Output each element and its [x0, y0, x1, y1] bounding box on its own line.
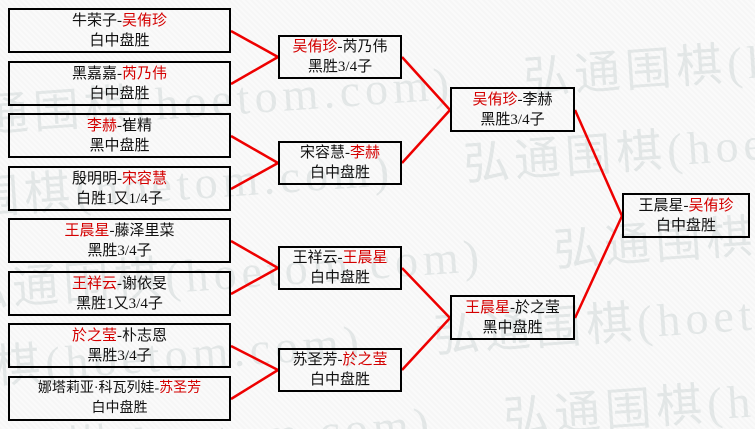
player-name: -朴志恩: [117, 327, 167, 344]
match-box-round2-3: 王祥云-王晨星 白中盘胜: [278, 246, 402, 290]
match-result: 白中盘胜: [89, 85, 150, 102]
match-pairing: 王晨星-於之莹: [465, 298, 560, 318]
match-pairing: 王晨星-吴侑珍: [638, 196, 733, 216]
match-result: 黑胜3/4子: [480, 111, 545, 128]
match-result: 黑胜1又3/4子: [76, 295, 163, 312]
player-name: 王祥云-: [292, 250, 343, 266]
player-name: 王晨星-: [638, 197, 689, 214]
match-pairing: 王祥云-王晨星: [292, 248, 387, 268]
match-box-semifinal-1: 吴侑珍-李赫 黑胜3/4子: [450, 87, 575, 132]
match-pairing: 娜塔莉亚·科瓦列娃-苏圣芳: [38, 379, 201, 399]
player-name: -谢依旻: [117, 275, 167, 292]
winner-name: 吴侑珍: [472, 91, 518, 108]
connector-line: [230, 29, 279, 59]
winner-name: 苏圣芳: [159, 380, 202, 396]
winner-name: 芮乃伟: [121, 65, 167, 82]
player-name: 苏圣芳-: [292, 352, 343, 368]
match-pairing: 於之莹-朴志恩: [72, 326, 167, 346]
match-box-round1-7: 於之莹-朴志恩 黑胜3/4子: [8, 323, 231, 368]
player-name: -崔精: [117, 117, 152, 134]
match-pairing: 殷明明-宋容慧: [72, 169, 167, 189]
player-name: -芮乃伟: [337, 39, 388, 55]
player-name: 牛荣子-: [71, 12, 122, 29]
match-result: 白中盘胜: [91, 400, 148, 416]
connector-line: [230, 344, 279, 372]
player-name: 黑嘉嘉-: [71, 65, 122, 82]
match-result: 黑中盘胜: [89, 137, 150, 154]
match-pairing: 宋容慧-李赫: [300, 143, 380, 163]
match-box-round2-2: 宋容慧-李赫 白中盘胜: [278, 141, 402, 185]
player-name: 宋容慧-: [299, 145, 350, 161]
match-result: 白胜1又1/4子: [76, 190, 163, 207]
match-result: 白中盘胜: [309, 270, 370, 286]
winner-name: 於之莹: [342, 352, 388, 368]
match-result: 黑胜3/4子: [87, 347, 152, 364]
connector-line: [230, 368, 279, 401]
connector-line: [230, 55, 279, 86]
winner-name: 宋容慧: [121, 170, 167, 187]
match-pairing: 吴侑珍-李赫: [472, 90, 552, 110]
match-box-round1-3: 李赫-崔精 黑中盘胜: [8, 113, 231, 158]
match-result: 白中盘胜: [655, 217, 716, 234]
match-box-round1-2: 黑嘉嘉-芮乃伟 白中盘胜: [8, 61, 231, 106]
winner-name: 吴侑珍: [121, 12, 167, 29]
player-name: -李赫: [517, 91, 553, 108]
match-pairing: 苏圣芳-於之莹: [292, 350, 387, 370]
match-box-round1-5: 王晨星-藤泽里菜 黑胜3/4子: [8, 218, 231, 263]
match-pairing: 吴侑珍-芮乃伟: [292, 37, 387, 57]
winner-name: 王晨星: [342, 250, 388, 266]
match-result: 黑中盘胜: [482, 319, 543, 336]
winner-name: 王晨星: [464, 299, 510, 316]
player-name: 娜塔莉亚·科瓦列娃-: [37, 380, 160, 396]
winner-name: 吴侑珍: [688, 197, 734, 214]
match-box-round1-8: 娜塔莉亚·科瓦列娃-苏圣芳 白中盘胜: [8, 376, 231, 421]
connector-line: [230, 161, 279, 191]
match-pairing: 李赫-崔精: [87, 116, 152, 136]
winner-name: 吴侑珍: [292, 39, 338, 55]
connector-line: [230, 266, 279, 296]
match-pairing: 牛荣子-吴侑珍: [72, 11, 167, 31]
match-pairing: 黑嘉嘉-芮乃伟: [72, 64, 167, 84]
player-name: -藤泽里菜: [109, 222, 175, 239]
match-pairing: 王晨星-藤泽里菜: [64, 221, 174, 241]
match-result: 白中盘胜: [89, 32, 150, 49]
match-box-round2-4: 苏圣芳-於之莹 白中盘胜: [278, 348, 402, 392]
connector-line: [573, 109, 624, 217]
match-box-round1-1: 牛荣子-吴侑珍 白中盘胜: [8, 8, 231, 53]
connector-line: [401, 56, 451, 111]
connector-line: [401, 317, 451, 371]
winner-name: 李赫: [349, 145, 380, 161]
match-box-round1-4: 殷明明-宋容慧 白胜1又1/4子: [8, 166, 231, 211]
winner-name: 王晨星: [64, 222, 110, 239]
connector-line: [401, 109, 451, 164]
match-result: 黑胜3/4子: [307, 59, 373, 75]
connector-line: [573, 215, 624, 319]
match-result: 黑胜3/4子: [87, 242, 152, 259]
winner-name: 李赫: [86, 117, 117, 134]
winner-name: 王祥云: [71, 275, 117, 292]
match-box-final: 王晨星-吴侑珍 白中盘胜: [622, 193, 750, 238]
winner-name: 於之莹: [71, 327, 117, 344]
connector-line: [230, 239, 279, 270]
connector-line: [401, 267, 451, 319]
match-result: 白中盘胜: [309, 372, 370, 388]
match-pairing: 王祥云-谢依旻: [72, 274, 167, 294]
player-name: 殷明明-: [71, 170, 122, 187]
match-box-round2-1: 吴侑珍-芮乃伟 黑胜3/4子: [278, 35, 402, 79]
player-name: -於之莹: [510, 299, 560, 316]
match-result: 白中盘胜: [309, 165, 370, 181]
match-box-round1-6: 王祥云-谢依旻 黑胜1又3/4子: [8, 271, 231, 316]
connector-line: [230, 134, 279, 165]
match-box-semifinal-2: 王晨星-於之莹 黑中盘胜: [450, 295, 575, 340]
